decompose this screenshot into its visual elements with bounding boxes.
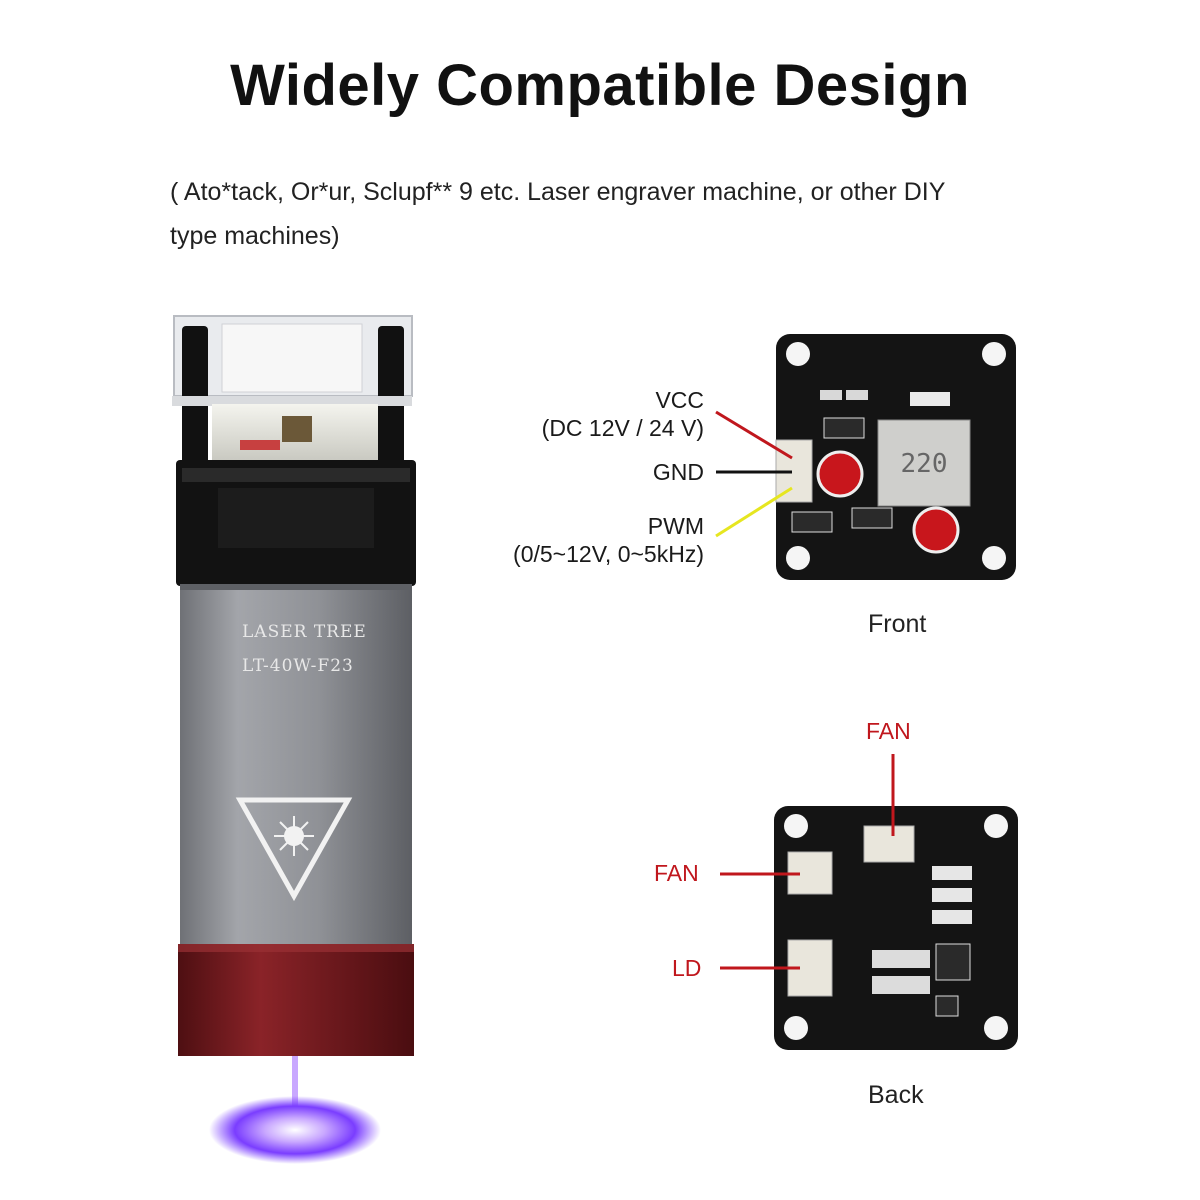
capacitor	[912, 506, 960, 554]
laser-glow	[209, 1096, 381, 1164]
smd-part	[932, 866, 972, 880]
fan-top-label: FAN	[866, 718, 911, 744]
back-board	[774, 806, 1018, 1050]
fan-left-label: FAN	[654, 860, 699, 886]
mount-hole	[784, 814, 808, 838]
inductor	[877, 419, 971, 507]
mount-hole	[784, 1016, 808, 1040]
vcc-wire	[715, 410, 793, 460]
smd-part	[932, 910, 972, 924]
ic-chip	[823, 417, 865, 439]
front-caption: Front	[868, 610, 927, 638]
back-caption: Back	[868, 1081, 924, 1109]
ic-chip	[791, 511, 833, 533]
fan-ridge	[182, 468, 410, 482]
left-post	[182, 326, 208, 464]
ic-chip	[851, 507, 893, 529]
laser-warning-icon	[235, 797, 353, 902]
ic-chip	[935, 995, 959, 1017]
module-brand: LASER TREE	[242, 622, 367, 642]
smd-part	[932, 888, 972, 902]
internal-wire	[240, 440, 280, 450]
fan-grille	[218, 488, 374, 548]
lens-cover	[178, 944, 414, 1056]
mount-hole	[786, 342, 810, 366]
internal-chip	[282, 416, 312, 442]
laser-beam	[292, 1056, 298, 1126]
mount-hole	[786, 546, 810, 570]
page-title: Widely Compatible Design	[230, 53, 970, 118]
laser-module	[172, 315, 416, 1164]
subtitle-line-1: ( Ato*tack, Or*ur, Sclupf** 9 etc. Laser…	[170, 178, 946, 206]
right-post	[378, 326, 404, 464]
gnd-label: GND	[652, 459, 704, 485]
vcc-label: VCC (DC 12V / 24 V)	[542, 386, 704, 442]
housing-edge	[180, 584, 412, 590]
ld-label: LD	[672, 955, 702, 981]
pwm-name: PWM	[647, 513, 704, 539]
vcc-name: VCC	[655, 387, 704, 413]
pwm-label: PWM (0/5~12V, 0~5kHz)	[513, 512, 704, 568]
pwm-wire	[715, 486, 793, 538]
mosfet	[935, 943, 971, 981]
capacitor	[816, 450, 864, 498]
inductor-marking: 220	[901, 449, 948, 479]
smd-part	[846, 390, 868, 400]
front-board: 220	[775, 334, 1016, 580]
mount-hole	[982, 546, 1006, 570]
resistor	[872, 950, 930, 968]
lens-edge	[178, 944, 414, 952]
fan-connector-top	[863, 825, 915, 863]
smd-part	[910, 392, 950, 406]
subtitle: ( Ato*tack, Or*ur, Sclupf** 9 etc. Laser…	[170, 170, 1070, 258]
mount-hole	[982, 342, 1006, 366]
module-model: LT-40W-F23	[242, 656, 354, 676]
subtitle-line-2: type machines)	[170, 222, 340, 250]
top-rail	[172, 396, 412, 406]
mount-hole	[984, 1016, 1008, 1040]
pwm-detail: (0/5~12V, 0~5kHz)	[513, 541, 704, 567]
cover-window	[221, 323, 363, 393]
smd-part	[820, 390, 842, 400]
vcc-detail: (DC 12V / 24 V)	[541, 415, 704, 441]
laser-burst-rays	[274, 816, 314, 856]
resistor	[872, 976, 930, 994]
housing	[180, 584, 412, 944]
mount-hole	[984, 814, 1008, 838]
